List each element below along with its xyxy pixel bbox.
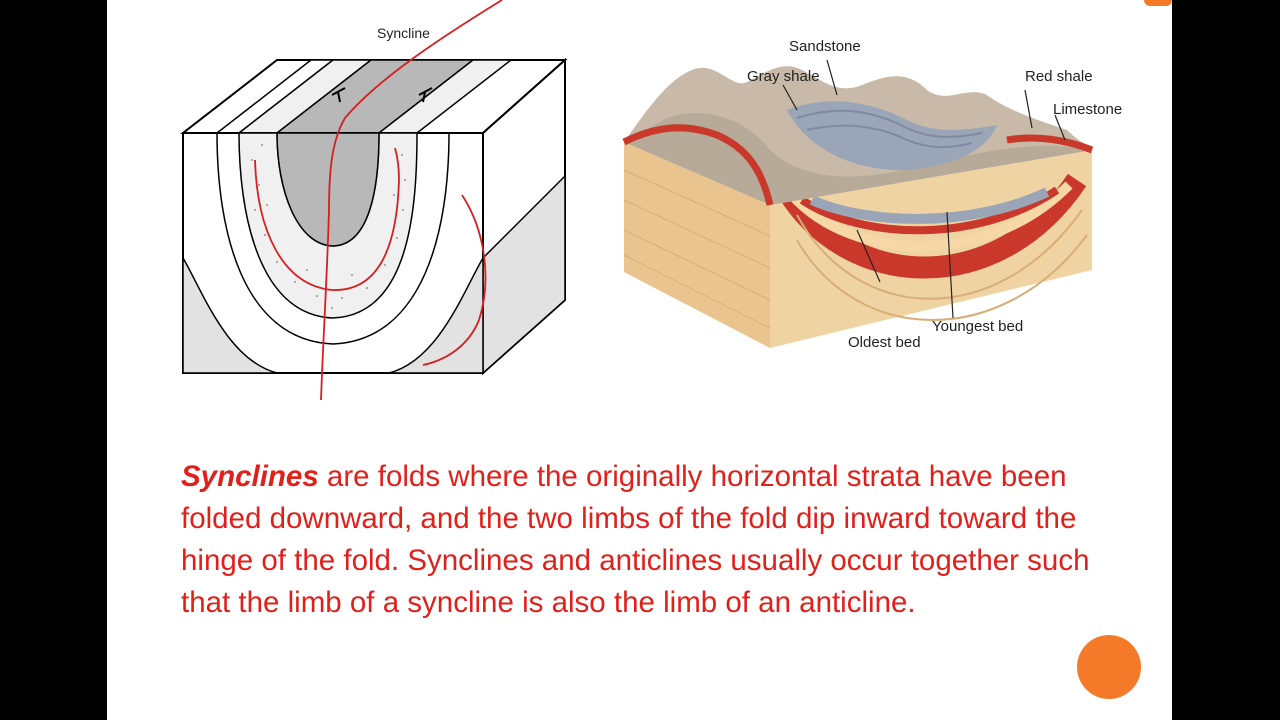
red-shale-label: Red shale — [1025, 68, 1093, 85]
oldest-bed-label: Oldest bed — [848, 334, 921, 351]
syncline-illustration — [622, 59, 1094, 348]
slide: Syncline — [107, 0, 1172, 720]
limestone-label: Limestone — [1053, 101, 1123, 118]
gray-shale-label: Gray shale — [747, 68, 820, 85]
caption-text: are folds where the originally horizonta… — [181, 460, 1090, 619]
slide-caption: Synclines are folds where the originally… — [181, 456, 1121, 624]
sandstone-label: Sandstone — [789, 38, 861, 55]
orange-circle-decoration — [1077, 635, 1141, 699]
youngest-bed-label: Youngest bed — [932, 318, 1024, 335]
syncline-label: Syncline — [377, 25, 430, 41]
caption-term: Synclines — [181, 460, 319, 493]
orange-corner-decoration — [1144, 0, 1172, 6]
syncline-block-diagram — [180, 0, 568, 401]
